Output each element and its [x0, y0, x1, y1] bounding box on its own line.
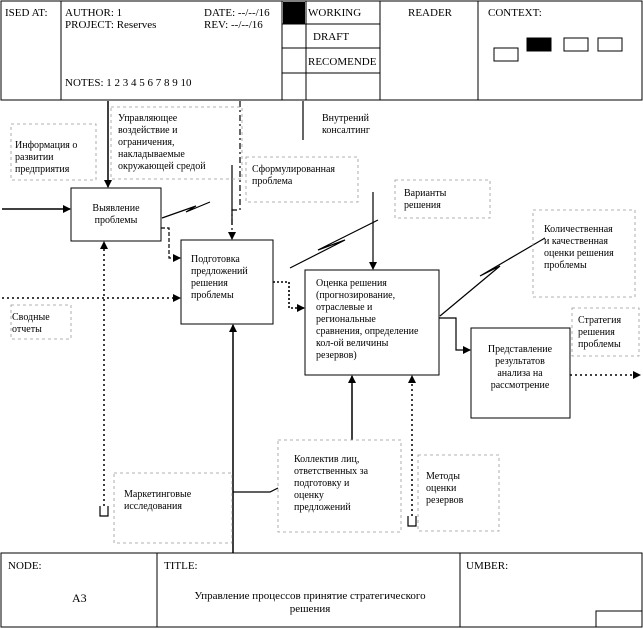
label-variants-2: решения	[404, 200, 441, 211]
diagram-title-line-1: Управление процессов принятие стратегиче…	[194, 590, 426, 602]
label-consulting-2: консалтинг	[322, 125, 370, 136]
label-team-5: предложений	[294, 502, 351, 513]
header-frame	[0, 0, 643, 101]
label-control-1: Управляющее	[118, 113, 178, 124]
status-working: WORKING	[308, 7, 361, 19]
reader-label: READER	[408, 7, 453, 19]
box-present-line-4: рассмотрение	[491, 380, 550, 391]
label-control-4: накладываемые	[118, 149, 185, 160]
label-control-5: окружающей средой	[118, 161, 206, 172]
label-quant-3: оценки решения	[544, 248, 614, 259]
used-at-label: ISED AT:	[5, 7, 48, 19]
number-label: UMBER:	[466, 560, 508, 572]
arrow-identify-prepare	[161, 227, 181, 262]
label-info-1: Информация о	[15, 140, 77, 151]
diagram-title-line-2: решения	[290, 603, 331, 615]
box-prepare-line-2: предложений	[191, 266, 248, 277]
label-quant-frame	[532, 209, 636, 298]
box-evaluate-line-6: кол-ой величины	[316, 338, 389, 349]
label-summary-frame	[10, 304, 72, 340]
label-variants-frame	[394, 179, 491, 219]
node-label: NODE:	[8, 560, 42, 572]
label-control-3: ограничения,	[118, 137, 175, 148]
box-present-line-1: Представление	[488, 344, 553, 355]
box-evaluate-line-5: сравнения, определение	[316, 326, 419, 337]
notes-line: NOTES: 1 2 3 4 5 6 7 8 9 10	[65, 77, 192, 89]
label-team-3: подготовку и	[294, 478, 350, 489]
label-team-1: Коллектив лиц,	[294, 454, 359, 465]
project-line: PROJECT: Reserves	[65, 19, 156, 31]
label-team-2: ответственных за	[294, 466, 369, 477]
label-summary-1: Сводные	[12, 312, 50, 323]
box-identify-problem	[70, 187, 162, 242]
context-label: CONTEXT:	[488, 7, 542, 19]
methods-tunnel	[407, 516, 417, 527]
label-formulated-2: проблема	[252, 176, 293, 187]
footer-frame	[0, 552, 643, 628]
box-identify-line-2: проблемы	[95, 215, 138, 226]
label-strategy-1: Стратегия	[578, 315, 621, 326]
squiggle-quant	[439, 237, 546, 317]
arrow-prepare-evaluate	[273, 281, 305, 312]
arrow-evaluate-present	[439, 317, 471, 354]
label-methods-3: резервов	[426, 495, 464, 506]
status-draft: DRAFT	[313, 31, 349, 43]
team-branch	[233, 487, 279, 493]
author-line: AUTHOR: 1	[65, 7, 122, 19]
label-strategy-frame	[571, 307, 640, 357]
node-value: A3	[72, 591, 87, 605]
working-status-marker	[283, 2, 305, 24]
label-summary-2: отчеты	[12, 324, 42, 335]
box-prepare-line-4: проблемы	[191, 290, 234, 301]
box-evaluate-line-2: (прогнозирование,	[316, 290, 395, 301]
box-prepare-line-3: решения	[191, 278, 228, 289]
label-control-2: воздействие и	[118, 125, 178, 136]
box-identify-line-1: Выявление	[92, 203, 140, 214]
label-formulated-1: Сформулированная	[252, 164, 335, 175]
label-team-4: оценку	[294, 490, 324, 501]
box-present-line-3: анализа на	[497, 368, 543, 379]
label-quant-2: и качественная	[544, 236, 608, 247]
label-methods-frame	[417, 454, 500, 532]
title-label: TITLE:	[164, 560, 198, 572]
label-methods-1: Методы	[426, 471, 460, 482]
label-marketing-2: исследования	[124, 501, 182, 512]
box-evaluate-line-7: резервов)	[316, 350, 357, 361]
label-methods-2: оценки	[426, 483, 457, 494]
date-line: DATE: --/--/16	[204, 7, 270, 19]
label-marketing-1: Маркетинговые	[124, 489, 192, 500]
label-quant-4: проблемы	[544, 260, 587, 271]
label-formulated-frame	[245, 156, 359, 203]
label-consulting-1: Внутрений	[322, 113, 370, 124]
label-info-3: предприятия	[15, 164, 70, 175]
squiggle-formulated	[161, 201, 211, 219]
label-strategy-3: проблемы	[578, 339, 621, 350]
label-info-frame	[10, 123, 97, 181]
box-evaluate-solution	[304, 269, 440, 376]
box-prepare-line-1: Подготовка	[191, 254, 240, 265]
label-team-frame	[277, 439, 402, 533]
marketing-tunnel	[99, 506, 109, 517]
label-strategy-2: решения	[578, 327, 615, 338]
label-quant-1: Количественная	[544, 224, 613, 235]
rev-line: REV: --/--/16	[204, 19, 263, 31]
box-present-results	[470, 327, 571, 419]
context-diagram	[493, 37, 623, 62]
box-present-line-2: результатов	[495, 356, 545, 367]
squiggle-variants	[289, 219, 379, 269]
label-variants-1: Варианты	[404, 188, 447, 199]
box-evaluate-line-3: отраслевые и	[316, 302, 373, 313]
label-info-2: развитии	[15, 152, 54, 163]
status-recommended: RECOMENDE	[308, 56, 377, 68]
box-evaluate-line-4: региональные	[316, 314, 376, 325]
arrow-control-prepare	[228, 101, 241, 240]
box-evaluate-line-1: Оценка решения	[316, 278, 387, 289]
label-marketing-frame	[113, 472, 233, 544]
